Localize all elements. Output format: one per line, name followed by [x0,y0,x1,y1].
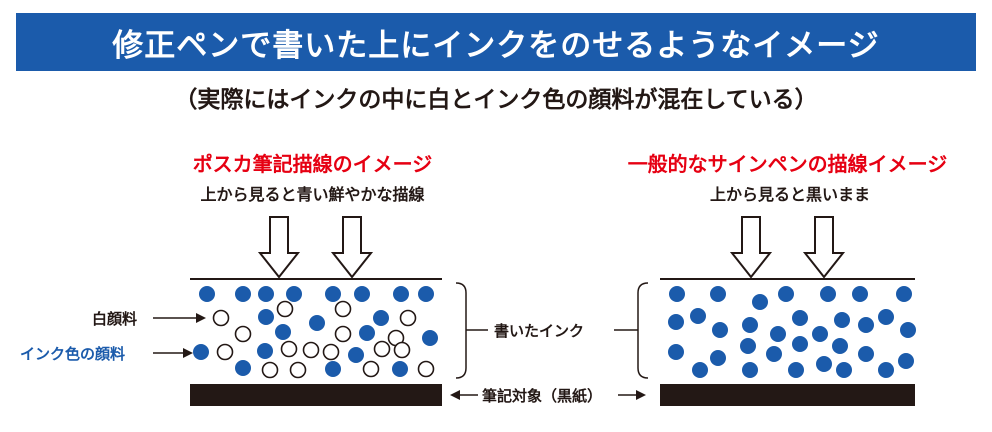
ink-pigment-dot [836,362,852,378]
ink-pigment-dot [820,286,836,302]
ink-pigment-dot [778,286,794,302]
ink-pigment-dot [832,338,848,354]
title-banner: 修正ペンで書いた上にインクをのせるようなイメージ [16,13,976,71]
ink-pigment-dot [258,286,274,302]
white-pigment-dot [417,360,435,378]
ink-pigment-dot [792,310,808,326]
ink-pigment-dot [235,286,251,302]
white-pigment-dot [334,325,352,343]
ink-pigment-dot [235,360,251,376]
white-pigment-dot [373,340,391,358]
ink-pigment-dot [788,362,804,378]
ink-pigment-dot [373,310,389,326]
ink-pigment-dot [257,343,273,359]
ink-pigment-dot [742,362,758,378]
white-pigment-dot [334,300,352,318]
ink-pigment-dot [812,326,828,342]
white-pigment-dot [261,361,279,379]
white-pigment-dot [302,341,320,359]
ink-pigment-dot [878,362,894,378]
ink-pigment-dot [325,361,341,377]
right-bracket [637,282,649,379]
ink-pigment-dot [286,286,302,302]
left-caption: 上から見ると青い鮮やかな描線 [200,185,425,204]
left-black-paper [190,384,442,406]
ink-pigment-dot [896,286,912,302]
ink-pigment-dot [422,330,438,346]
right-arrow-icon [153,313,206,323]
left-heading: ポスカ筆記描線のイメージ [192,152,433,176]
ink-pigment-dot [668,344,684,360]
left-bracket [455,282,467,379]
ink-pigment-label: インク色の顔料 [20,345,126,363]
ink-pigment-dot [900,322,916,338]
ink-pigment-dot [348,347,364,363]
ink-pigment-dot [193,344,209,360]
ink-pigment-dot [710,286,726,302]
ink-pigment-dot [669,286,685,302]
white-pigment-dot [276,300,294,318]
ink-pigment-dot [752,294,768,310]
ink-pigment-dot [309,315,325,331]
ink-pigment-dot [275,324,291,340]
right-black-paper [660,384,915,406]
page-title: 修正ペンで書いた上にインクをのせるようなイメージ [112,27,880,64]
ink-pigment-dot [199,286,215,302]
right-arrow-icon [153,348,193,358]
ink-pigment-dot [668,314,684,330]
ink-pigment-dot [359,325,375,341]
right-pigment-particles [668,286,916,378]
ink-pigment-dot [393,286,409,302]
ink-pigment-dot [692,362,708,378]
white-pigment-dot [216,343,234,361]
ink-pigment-dot [712,322,728,338]
writing-surface-label: 筆記対象（黒紙） [482,387,603,405]
down-arrow-icon [729,216,773,279]
white-pigment-dot [393,341,411,359]
white-pigment-dot [234,325,252,343]
ink-pigment-dot [740,338,756,354]
down-arrow-icon [330,216,374,279]
right-caption: 上から見ると黒いまま [709,185,870,204]
written-ink-label: 書いたインク [494,322,585,340]
subtitle: （実際にはインクの中に白とインク色の顔料が混在している） [174,87,818,113]
ink-pigment-dot [770,326,786,342]
white-pigment-dot [289,361,307,379]
ink-pigment-dot [852,286,868,302]
down-arrow-icon [802,216,846,279]
ink-pigment-dot [742,317,758,333]
ink-pigment-dot [258,309,274,325]
ink-pigment-dot [418,286,434,302]
ink-pigment-dot [816,356,832,372]
white-pigment-dot [322,343,340,361]
ink-pigment-dot [690,308,706,324]
ink-pigment-dot [858,317,874,333]
right-heading: 一般的なサインペンの描線イメージ [627,152,948,176]
down-arrow-icon [257,216,301,279]
white-pigment-dot [212,309,230,327]
ink-pigment-dot [792,336,808,352]
left-pigment-particles [193,286,438,379]
ink-pigment-dot [325,286,341,302]
ink-pigment-dot [878,309,894,325]
ink-pigment-dot [834,312,850,328]
ink-pigment-dot [858,346,874,362]
ink-pigment-dot [898,353,914,369]
ink-pigment-dot [392,361,408,377]
ink-pigment-dot [766,346,782,362]
ink-pigment-dot [354,286,370,302]
left-right-arrow-icon [450,390,646,400]
white-pigment-dot [399,309,417,327]
white-pigment-dot [362,360,380,378]
white-pigment-label: 白顔料 [92,310,138,328]
white-pigment-dot [280,340,298,358]
ink-pigment-dot [710,350,726,366]
